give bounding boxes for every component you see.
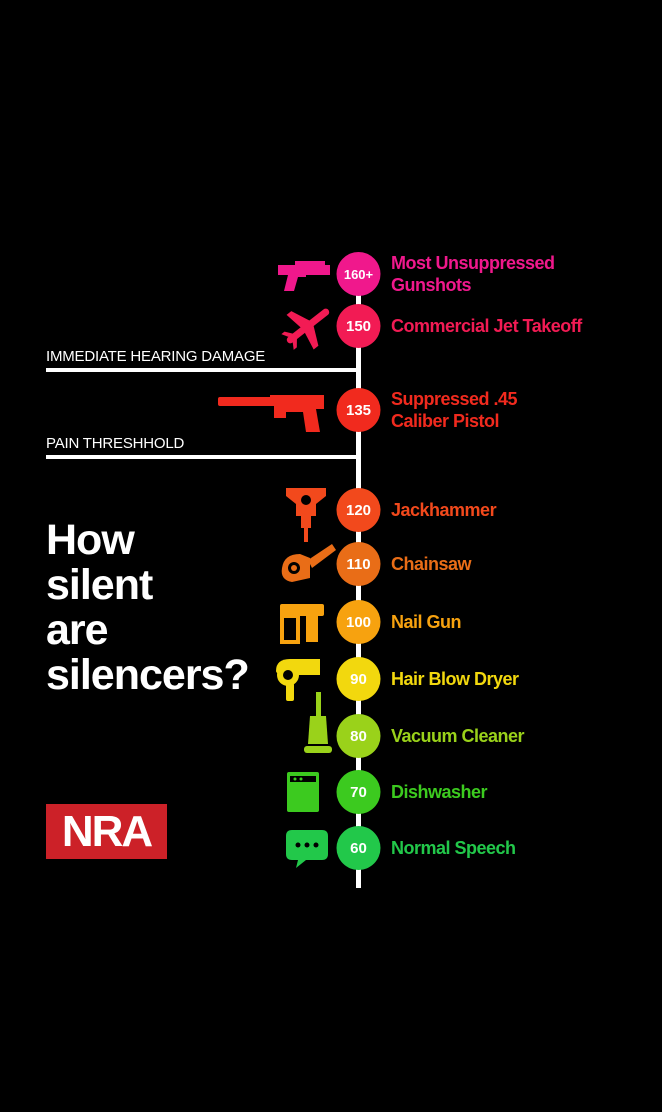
decibel-value-label: 60 xyxy=(350,840,367,857)
speech-bubble-icon xyxy=(286,830,328,868)
headline-line-2: silent xyxy=(46,561,153,609)
decibel-circle xyxy=(336,388,381,432)
sound-source-label: Caliber Pistol xyxy=(391,411,499,431)
sound-source-label: Gunshots xyxy=(391,275,471,295)
decibel-circle xyxy=(336,304,381,348)
sound-source-label: Suppressed .45 xyxy=(391,389,518,409)
airplane-icon xyxy=(281,308,330,350)
scale-marker: 60 Normal Speech xyxy=(286,826,516,870)
threshold-label-hearing-damage: IMMEDIATE HEARING DAMAGE xyxy=(46,348,266,365)
decibel-circle xyxy=(336,770,381,814)
scale-marker: 70 Dishwasher xyxy=(287,770,488,814)
chainsaw-icon xyxy=(281,544,336,582)
decibel-circle xyxy=(336,542,381,586)
decibel-circle xyxy=(336,488,381,532)
scale-marker: 150 Commercial Jet Takeoff xyxy=(281,304,584,350)
jackhammer-icon xyxy=(286,488,326,542)
sound-source-label: Commercial Jet Takeoff xyxy=(391,316,583,336)
decibel-circle xyxy=(336,657,381,701)
vacuum-icon xyxy=(304,692,332,753)
sound-source-label: Jackhammer xyxy=(391,500,497,520)
decibel-value-label: 70 xyxy=(350,784,367,801)
scale-marker: 80 Vacuum Cleaner xyxy=(304,692,525,758)
decibel-circle xyxy=(336,252,381,296)
headline-line-1: How xyxy=(46,516,135,564)
scale-marker: 110 Chainsaw xyxy=(281,542,473,586)
decibel-circle xyxy=(336,600,381,644)
threshold-label-pain: PAIN THRESHHOLD xyxy=(46,435,185,452)
sound-source-label: Vacuum Cleaner xyxy=(391,726,525,746)
decibel-value-label: 110 xyxy=(346,556,370,573)
sound-source-label: Chainsaw xyxy=(391,554,473,574)
threshold-line-hearing-damage xyxy=(46,368,360,372)
scale-marker: 100 Nail Gun xyxy=(280,600,462,644)
sound-source-label: Dishwasher xyxy=(391,782,488,802)
hair-dryer-icon xyxy=(276,659,320,701)
sound-source-label: Hair Blow Dryer xyxy=(391,669,519,689)
threshold-line-pain xyxy=(46,455,360,459)
suppressed-pistol-icon xyxy=(218,395,324,432)
sound-source-label: Most Unsuppressed xyxy=(391,253,555,273)
dishwasher-icon xyxy=(287,772,319,812)
decibel-value-label: 90 xyxy=(350,671,367,688)
scale-marker: 90 Hair Blow Dryer xyxy=(276,657,520,701)
decibel-value-label: 100 xyxy=(346,614,371,631)
headline-line-3: are xyxy=(46,606,109,654)
nra-logo: NRA xyxy=(46,804,167,859)
scale-marker: 120 Jackhammer xyxy=(286,488,497,542)
headline: How silent are silencers? xyxy=(46,516,250,699)
decibel-circle xyxy=(336,714,381,758)
handgun-icon xyxy=(278,261,330,291)
decibel-value-label: 160+ xyxy=(344,267,374,282)
decibel-value-label: 120 xyxy=(346,502,371,519)
decibel-circle xyxy=(336,826,381,870)
nail-gun-icon xyxy=(280,604,324,644)
decibel-value-label: 150 xyxy=(346,318,371,335)
headline-line-4: silencers? xyxy=(46,651,250,699)
sound-source-label: Nail Gun xyxy=(391,612,461,632)
decibel-value-label: 80 xyxy=(350,728,367,745)
sound-source-label: Normal Speech xyxy=(391,838,516,858)
decibel-value-label: 135 xyxy=(346,402,371,419)
